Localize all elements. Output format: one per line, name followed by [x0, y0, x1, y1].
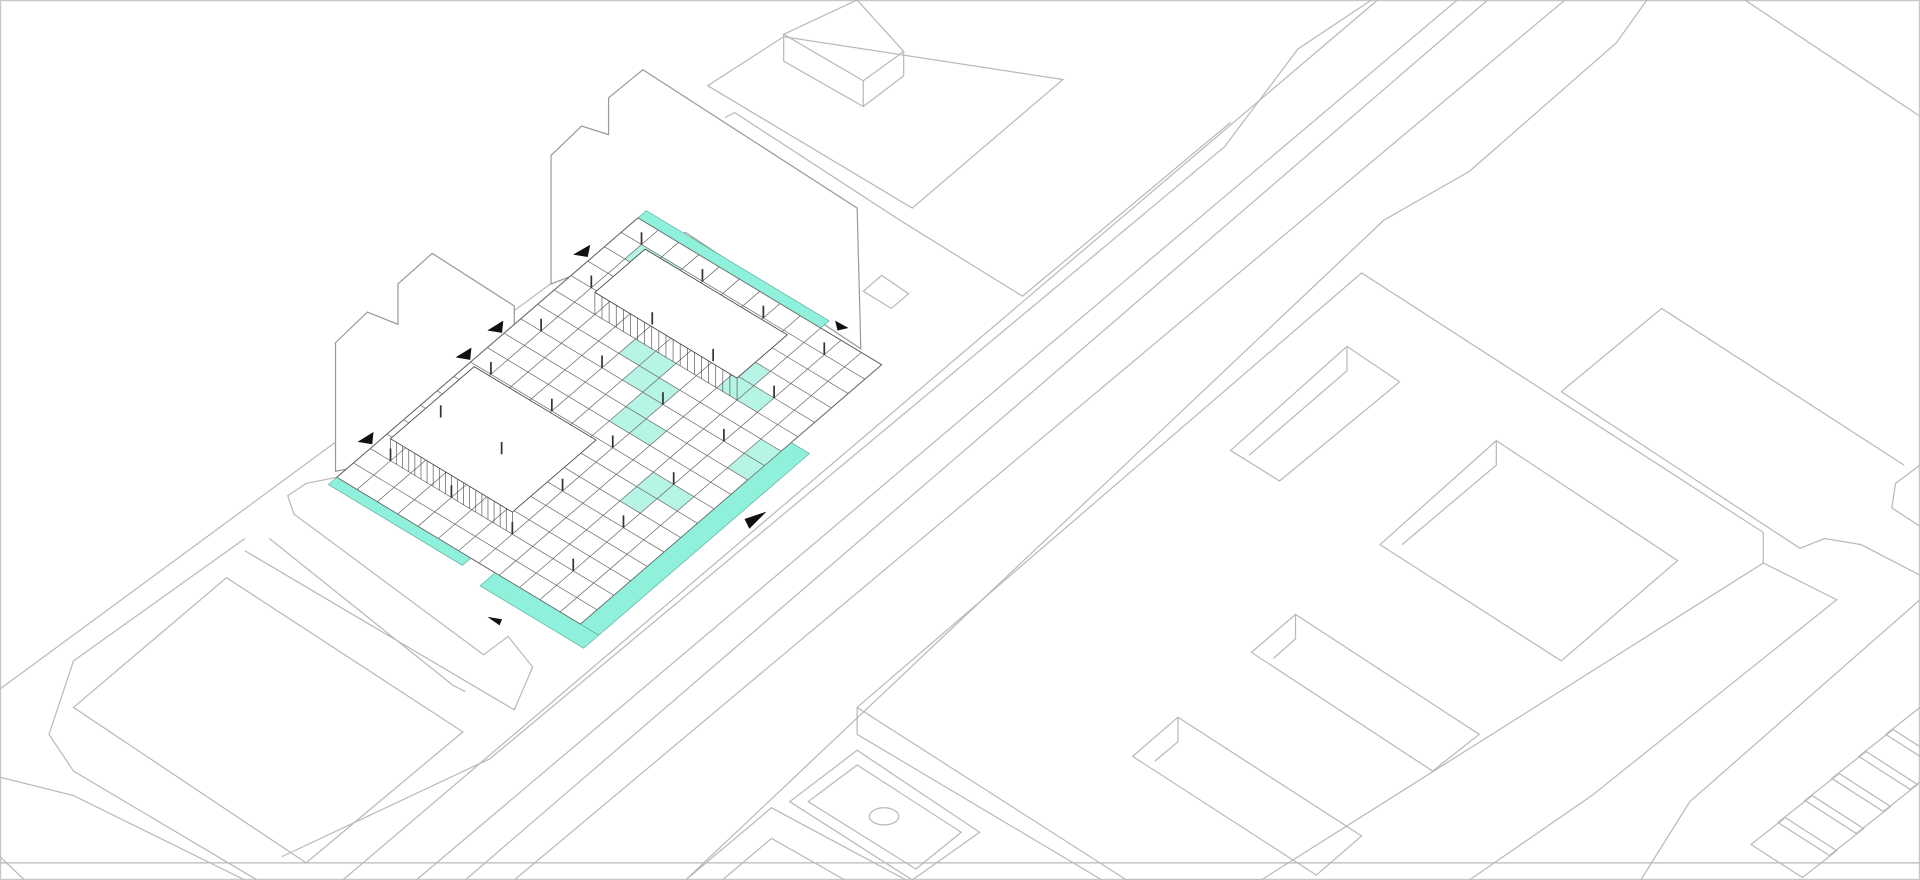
road-edge [0, 856, 25, 880]
road-edge [685, 0, 1648, 880]
building-box [782, 0, 905, 82]
courtyard [1248, 346, 1348, 456]
house [1803, 772, 1892, 835]
road-edge [281, 0, 1372, 858]
entry-marker-icon [835, 320, 849, 331]
campus-edge [1469, 562, 1838, 880]
house [1830, 750, 1919, 813]
sports-court [807, 764, 963, 870]
house [1749, 816, 1838, 879]
grid-line [537, 304, 782, 452]
court-circle [868, 807, 900, 826]
site-outline [269, 538, 466, 693]
house [1776, 794, 1865, 857]
road-edge [513, 0, 1566, 880]
courtyard [1131, 716, 1363, 876]
site-outline [244, 476, 534, 711]
campus-edge [1640, 599, 1920, 880]
entry-marker-icon [487, 616, 503, 626]
road-edge [342, 0, 1378, 880]
courtyard [1273, 614, 1297, 659]
grid-line [336, 477, 581, 625]
campus-block [856, 272, 1764, 880]
small-box [862, 274, 910, 310]
house [1884, 706, 1920, 758]
campus-edge [1560, 307, 1905, 466]
road-edge [0, 776, 246, 880]
lot-outline [724, 111, 1232, 297]
grid-line [637, 217, 882, 366]
campus-edge [1560, 391, 1920, 576]
courtyard [1250, 613, 1481, 772]
road-edge [464, 0, 1489, 880]
entry-marker-icon [455, 347, 472, 360]
road-edge [415, 0, 1458, 880]
campus-edge [1891, 464, 1920, 527]
grid-line [503, 332, 748, 481]
campus-block [856, 707, 1103, 880]
sports-court [788, 749, 981, 880]
grid-line [353, 462, 598, 611]
grid-line [487, 347, 732, 495]
courtyard [1154, 717, 1179, 762]
courtyard [1378, 439, 1679, 662]
entry-marker-icon [744, 511, 767, 529]
path [685, 807, 907, 880]
path [722, 837, 846, 880]
entry-marker-icon [573, 244, 591, 258]
entry-marker-icon [487, 320, 504, 333]
park-field [72, 576, 464, 864]
entry-marker-icon [357, 432, 374, 445]
park-block [48, 538, 258, 880]
courtyard [1401, 440, 1497, 546]
building-block [706, 36, 1065, 209]
terraced-houses [1749, 706, 1920, 879]
courtyard [1229, 345, 1401, 482]
campus-edge [1744, 0, 1920, 117]
house [1857, 728, 1920, 791]
platform-grid [327, 210, 883, 649]
